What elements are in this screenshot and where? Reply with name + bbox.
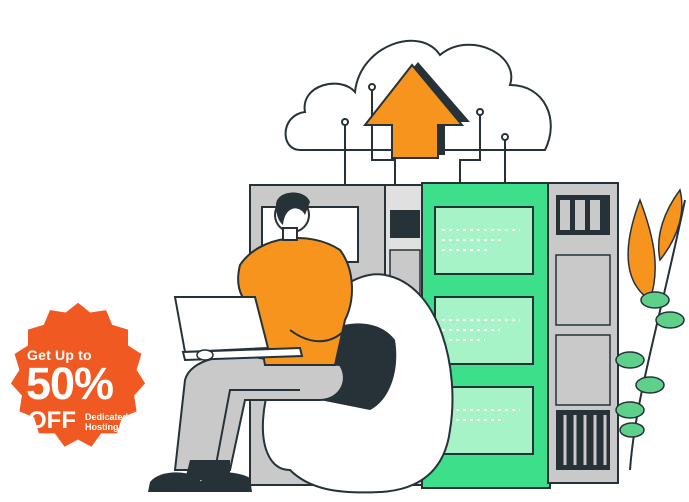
laptop-icon [173,296,304,362]
promo-off: OFF [28,407,76,434]
promo-detail-line1: Dedicated [85,412,129,422]
server-rack-icon [421,182,551,489]
promo-percent: 50% [26,358,114,409]
promo-headline: Get Up to [27,347,92,363]
person [148,192,353,492]
promo-badge [10,302,146,447]
promo-detail-line2: Hosting [85,422,119,432]
plant-icon [615,188,686,471]
server-rack-icon [547,182,619,484]
upload-arrow-icon [362,62,470,159]
